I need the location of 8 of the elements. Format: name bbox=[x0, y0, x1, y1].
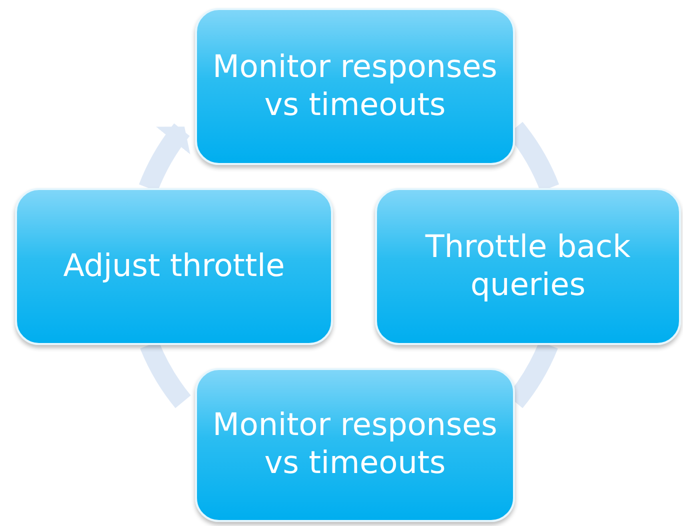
box-label: Adjust throttle bbox=[63, 248, 285, 286]
process-box bbox=[375, 188, 681, 345]
process-box bbox=[195, 8, 515, 165]
box-label: Monitor responses vs timeouts bbox=[212, 48, 498, 124]
box-label: Monitor responses vs timeouts bbox=[212, 407, 498, 483]
process-box bbox=[195, 368, 515, 522]
box-label: Throttle back queries bbox=[424, 228, 632, 304]
process-box bbox=[15, 188, 333, 345]
